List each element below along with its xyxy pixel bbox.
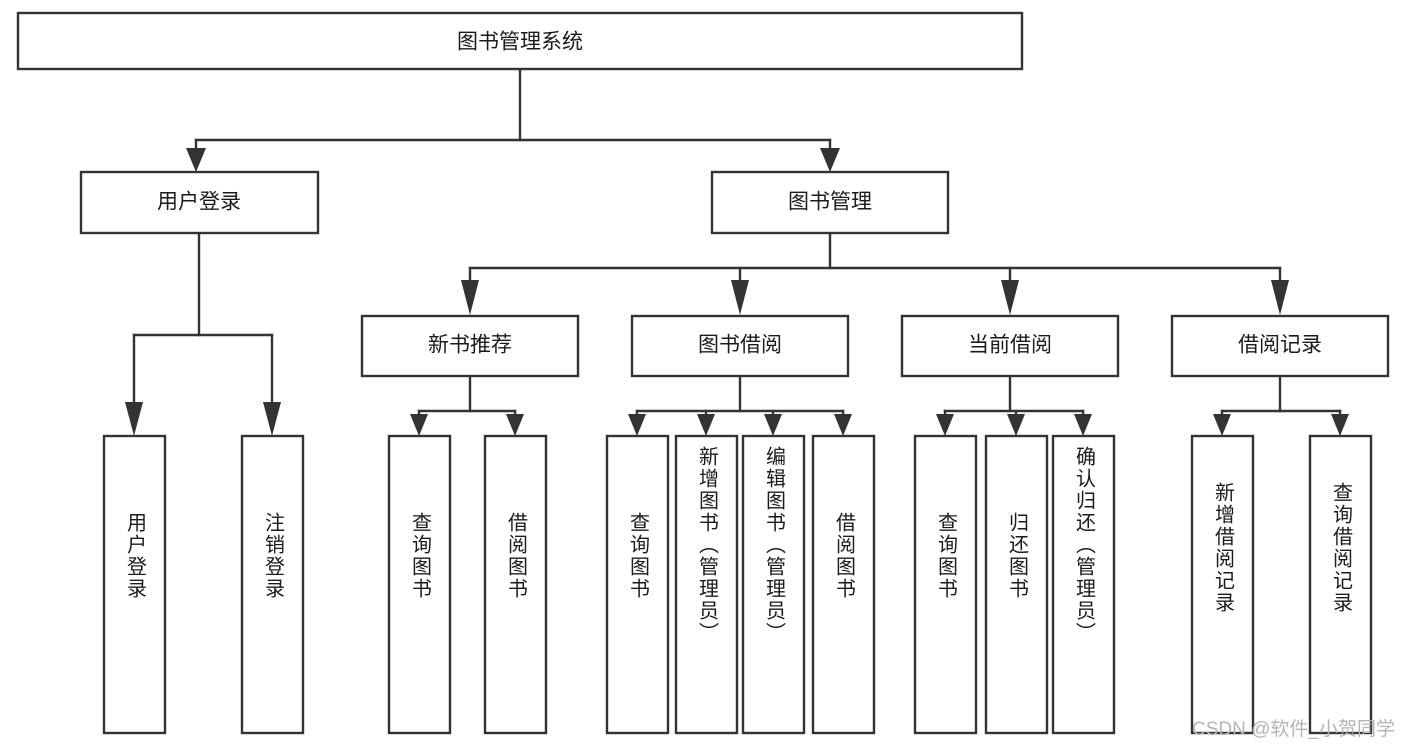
leaf-add-book-box[interactable]: [674, 434, 739, 735]
connector-user-login-to-leaves: [125, 231, 281, 436]
watermark-text: CSDN @软件_小贺同学: [1192, 719, 1395, 740]
node-current-borrow[interactable]: 当前借阅: [900, 314, 1120, 378]
arrow-to-leaf-return-book-icon: [1007, 414, 1025, 436]
leaf-return-book-label: 归还图书: [1005, 512, 1028, 600]
node-user-login-box[interactable]: [79, 170, 320, 235]
leaf-query-book-2-box[interactable]: [605, 434, 670, 735]
connector-book-borrow-to-leaves: [628, 374, 852, 436]
leaf-logout-login-label: 注销登录: [261, 512, 284, 600]
leaf-confirm-return-box[interactable]: [1051, 434, 1116, 735]
connector-root-to-level2: [186, 67, 840, 172]
leaf-boxes: [102, 434, 1373, 735]
node-book-manage[interactable]: 图书管理: [710, 170, 950, 235]
leaf-logout-login-box[interactable]: [240, 434, 305, 735]
leaf-user-login-box[interactable]: [102, 434, 167, 735]
leaf-return-book-box[interactable]: [984, 434, 1049, 735]
node-book-borrow-label: 图书借阅: [698, 334, 782, 357]
node-borrow-record[interactable]: 借阅记录: [1170, 314, 1390, 378]
arrow-to-borrow-record-icon: [1271, 280, 1289, 315]
node-new-book-recommend[interactable]: 新书推荐: [360, 314, 580, 378]
leaf-borrow-book-2-box[interactable]: [811, 434, 876, 735]
arrow-to-leaf-add-book-icon: [697, 414, 715, 436]
leaf-query-record-box[interactable]: [1308, 434, 1373, 735]
leaf-user-login-label: 用户登录: [123, 512, 146, 600]
connector-new-book-recommend-to-leaves: [410, 374, 524, 436]
node-user-login[interactable]: 用户登录: [79, 170, 320, 235]
node-book-manage-box[interactable]: [710, 170, 950, 235]
node-book-borrow-box[interactable]: [630, 314, 850, 378]
leaf-query-book-3-box[interactable]: [913, 434, 978, 735]
node-user-login-label: 用户登录: [157, 191, 241, 214]
node-current-borrow-label: 当前借阅: [968, 334, 1052, 357]
arrow-to-book-manage-icon: [820, 148, 840, 172]
leaf-add-record-label: 新增借阅记录: [1211, 482, 1234, 614]
node-root-label: 图书管理系统: [457, 31, 583, 54]
node-borrow-record-label: 借阅记录: [1238, 334, 1322, 357]
node-new-book-recommend-box[interactable]: [360, 314, 580, 378]
arrow-to-leaf-borrow-book-2-icon: [834, 414, 852, 436]
arrow-to-new-book-recommend-icon: [461, 280, 479, 315]
node-root-box[interactable]: [16, 11, 1024, 71]
connector-current-borrow-to-leaves: [936, 374, 1092, 436]
leaf-query-record-label: 查询借阅记录: [1329, 482, 1352, 614]
arrow-to-book-borrow-icon: [731, 280, 749, 315]
arrow-to-current-borrow-icon: [1001, 280, 1019, 315]
leaf-add-record-box[interactable]: [1190, 434, 1255, 735]
leaf-edit-book-box[interactable]: [741, 434, 806, 735]
arrow-to-leaf-query-book-1-icon: [410, 414, 428, 436]
arrow-to-leaf-add-record-icon: [1213, 414, 1231, 436]
leaf-add-book-label: 新增图书（管理员）: [695, 446, 718, 644]
leaf-query-book-1-box[interactable]: [387, 434, 452, 735]
leaf-query-book-3-label: 查询图书: [934, 512, 957, 600]
arrow-to-leaf-query-book-2-icon: [628, 414, 646, 436]
connector-borrow-record-to-leaves: [1213, 374, 1349, 436]
node-book-borrow[interactable]: 图书借阅: [630, 314, 850, 378]
connector-book-manage-to-level3: [461, 231, 1289, 315]
arrow-to-leaf-query-record-icon: [1331, 414, 1349, 436]
arrow-to-leaf-query-book-3-icon: [936, 414, 954, 436]
arrow-to-leaf-edit-book-icon: [764, 414, 782, 436]
arrow-to-leaf-borrow-book-1-icon: [506, 414, 524, 436]
node-root[interactable]: 图书管理系统: [16, 11, 1024, 71]
arrow-to-user-login-icon: [186, 148, 206, 172]
node-current-borrow-box[interactable]: [900, 314, 1120, 378]
leaf-confirm-return-label: 确认归还（管理员）: [1072, 446, 1095, 644]
leaf-edit-book-label: 编辑图书（管理员）: [762, 446, 785, 644]
node-book-manage-label: 图书管理: [788, 191, 872, 214]
leaf-borrow-book-2-label: 借阅图书: [832, 512, 855, 600]
leaf-query-book-2-label: 查询图书: [626, 512, 649, 600]
arrow-to-leaf-confirm-return-icon: [1074, 414, 1092, 436]
leaf-borrow-book-1-box[interactable]: [483, 434, 548, 735]
node-borrow-record-box[interactable]: [1170, 314, 1390, 378]
node-new-book-recommend-label: 新书推荐: [428, 334, 512, 357]
leaf-query-book-1-label: 查询图书: [408, 512, 431, 600]
leaf-borrow-book-1-label: 借阅图书: [504, 512, 527, 600]
arrow-to-leaf-user-login-icon: [125, 402, 143, 436]
arrow-to-leaf-logout-login-icon: [263, 402, 281, 436]
